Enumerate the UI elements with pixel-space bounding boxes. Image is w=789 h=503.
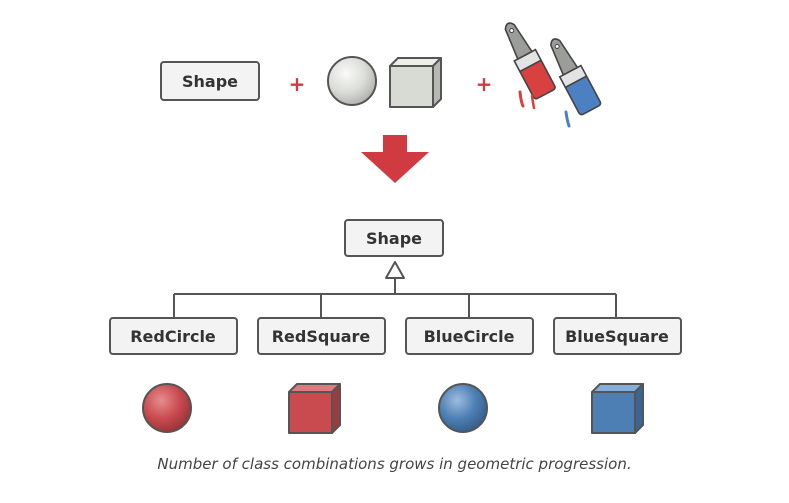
plus-sign-1: +: [289, 72, 306, 96]
red-sphere-icon: [142, 383, 192, 433]
blue-sphere-icon: [438, 383, 488, 433]
sphere-icon: [327, 56, 377, 106]
down-arrow-icon: [361, 135, 429, 183]
blue-paintbrush-icon: [550, 38, 602, 116]
top-shape-label: Shape: [182, 72, 238, 91]
child-box-bluesquare: BlueSquare: [553, 317, 682, 355]
caption-text: Number of class combinations grows in ge…: [157, 455, 632, 473]
child-box-bluecircle: BlueCircle: [405, 317, 534, 355]
child-label-redcircle: RedCircle: [130, 327, 216, 346]
parent-shape-box: Shape: [344, 219, 444, 257]
child-box-redsquare: RedSquare: [257, 317, 386, 355]
parent-shape-label: Shape: [366, 229, 422, 248]
child-label-redsquare: RedSquare: [272, 327, 371, 346]
paintbrushes-icon: [504, 22, 602, 128]
child-label-bluesquare: BlueSquare: [565, 327, 669, 346]
cube-icon: [389, 57, 442, 108]
top-shape-box: Shape: [160, 61, 260, 101]
blue-cube-icon: [591, 383, 644, 434]
plus-sign-2: +: [476, 72, 493, 96]
inheritance-connectors: [173, 261, 617, 318]
child-box-redcircle: RedCircle: [109, 317, 238, 355]
red-cube-icon: [288, 383, 341, 434]
red-paintbrush-icon: [504, 22, 556, 100]
child-label-bluecircle: BlueCircle: [424, 327, 515, 346]
